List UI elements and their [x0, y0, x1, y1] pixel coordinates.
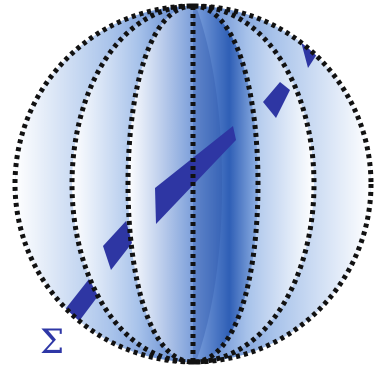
- sigma-label: Σ: [40, 325, 64, 359]
